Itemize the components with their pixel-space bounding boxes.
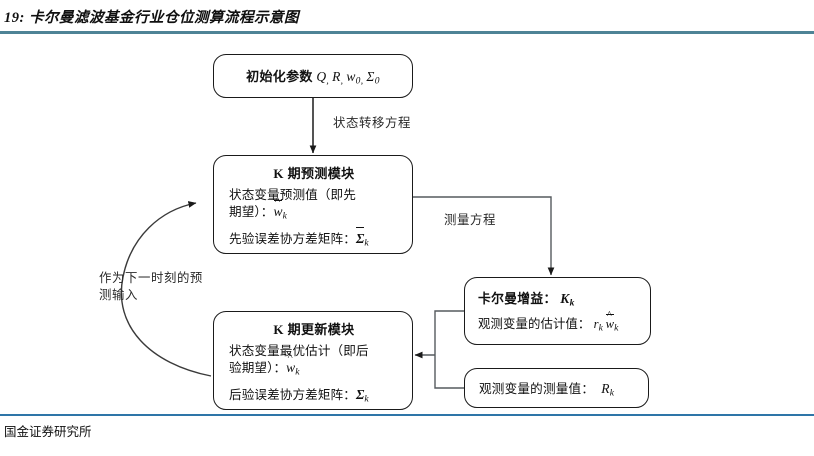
node-update-line-1: 状态变量最优估计（即后 验期望）：^wk: [229, 344, 369, 378]
node-prediction-line-1a: 状态变量预测值（即先: [229, 188, 356, 202]
node-update-line-1b: 验期望）：: [229, 361, 287, 376]
footer-divider: [0, 414, 814, 416]
edge-predict-to-gain: [413, 196, 555, 276]
node-kalman-gain-title: 卡尔曼增益： Kk: [478, 291, 575, 309]
header-divider: [0, 31, 814, 34]
node-update-module[interactable]: K 期更新模块 状态变量最优估计（即后 验期望）：^wk 后验误差协方差矩阵：Σ…: [213, 311, 413, 410]
node-prediction-line-2-label: 先验误差协方差矩阵：: [229, 231, 356, 246]
node-kalman-gain[interactable]: 卡尔曼增益： Kk 观测变量的估计值： rk ^wk: [464, 277, 651, 345]
edge-label-state-transition: 状态转移方程: [333, 116, 411, 130]
edge-feedback-loop: [120, 201, 212, 377]
node-update-line-1a: 状态变量最优估计（即后: [229, 344, 369, 358]
node-kalman-gain-line-1: 观测变量的估计值： rk ^wk: [478, 310, 639, 333]
node-initialize-label: 初始化参数: [246, 68, 313, 84]
node-prediction-title: K 期预测模块: [273, 166, 355, 181]
node-kalman-gain-estimate-label: 观测变量的估计值：: [478, 317, 591, 331]
node-update-line-2: 后验误差协方差矩阵：Σk: [229, 386, 369, 405]
node-update-title: K 期更新模块: [273, 322, 355, 337]
node-prediction-line-1b: 期望）：: [229, 205, 274, 220]
node-initialize-text: 初始化参数 Q, R, w0, Σ0: [246, 68, 380, 87]
edge-label-measurement-equation: 测量方程: [444, 213, 496, 227]
edge-measure-to-bus: [434, 355, 464, 389]
node-kalman-gain-label: 卡尔曼增益：: [478, 292, 557, 307]
flowchart-connectors: [120, 98, 555, 389]
flowchart-canvas: 状态转移方程 测量方程 作为下一时刻的预测输入 初始化参数 Q, R, w0, …: [0, 34, 814, 414]
node-initialize-parameters[interactable]: 初始化参数 Q, R, w0, Σ0: [213, 54, 413, 98]
node-measurement-label: 观测变量的测量值：: [479, 381, 595, 396]
figure-title: 19: 卡尔曼滤波基金行业仓位测算流程示意图: [4, 10, 299, 26]
figure-source: 国金证券研究所: [4, 425, 92, 439]
node-measurement-value[interactable]: 观测变量的测量值： Rk: [464, 368, 649, 408]
node-measurement-line-1: 观测变量的测量值： Rk: [479, 380, 615, 399]
edge-gain-to-bus: [434, 310, 464, 355]
edge-label-feedback-input: 作为下一时刻的预测输入: [99, 271, 203, 303]
node-update-line-2-label: 后验误差协方差矩阵：: [229, 387, 356, 402]
